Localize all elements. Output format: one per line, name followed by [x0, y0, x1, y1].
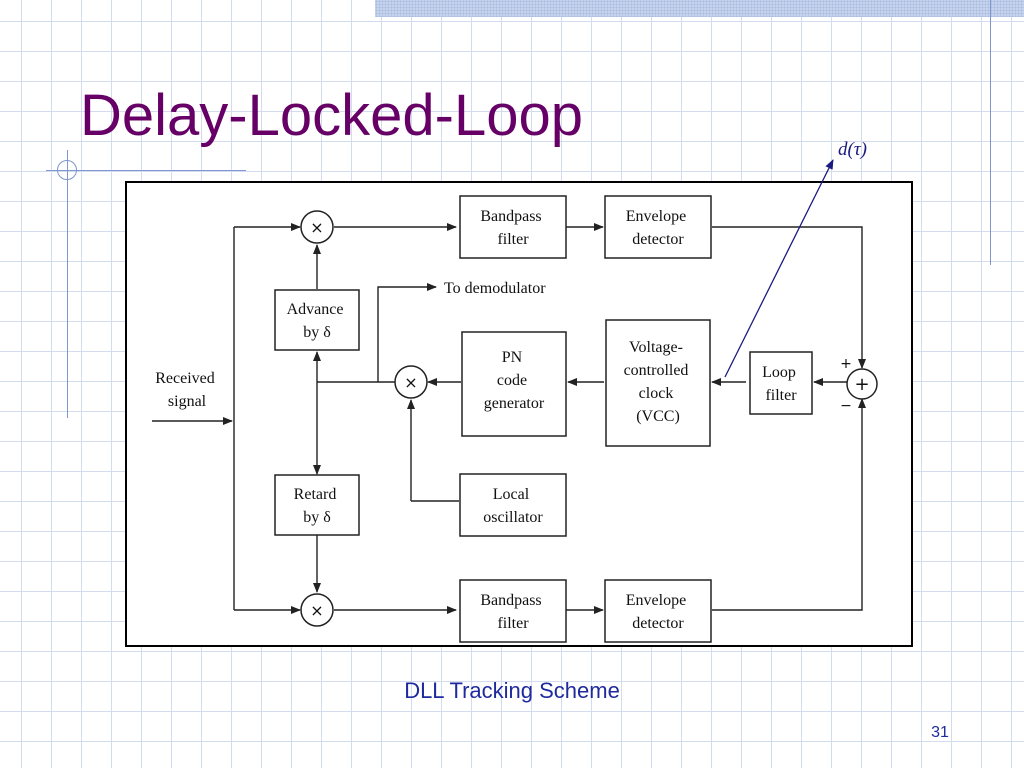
- envelope-detector-top-block: [604, 195, 712, 259]
- envelope-detector-bottom-label: Envelope detector: [626, 592, 690, 632]
- local-oscillator-block: [459, 473, 567, 537]
- slide-title: Delay-Locked-Loop: [80, 83, 583, 148]
- advance-label: Advance by δ: [287, 301, 348, 341]
- decorative-line: [46, 170, 246, 171]
- page-number: 31: [931, 724, 949, 741]
- envelope-detector-top-label: Envelope detector: [626, 208, 690, 248]
- bandpass-filter-top-label: Bandpass filter: [480, 208, 545, 248]
- local-oscillator-label: Local oscillator: [483, 486, 543, 526]
- loop-filter-block: [749, 351, 813, 415]
- retard-label: Retard by δ: [294, 486, 341, 526]
- bandpass-filter-bottom-label: Bandpass filter: [480, 592, 545, 632]
- multiplier-symbol: ×: [310, 218, 323, 237]
- sign-minus: −: [840, 398, 852, 414]
- multiplier-top: [300, 210, 334, 244]
- annotation-label: d(τ): [838, 139, 867, 160]
- pn-code-generator-label: PN code generator: [484, 349, 545, 412]
- retard-block: [274, 474, 360, 536]
- envelope-detector-bottom-block: [604, 579, 712, 643]
- slide-caption: DLL Tracking Scheme: [404, 678, 620, 703]
- bandpass-filter-bottom-block: [459, 579, 567, 643]
- multiplier-bottom: [300, 593, 334, 627]
- pn-code-generator-block: [461, 331, 567, 437]
- summer: [846, 368, 878, 400]
- bandpass-filter-top-block: [459, 195, 567, 259]
- decorative-band: [375, 0, 1024, 17]
- multiplier-middle: [394, 365, 428, 399]
- summer-symbol: +: [854, 374, 869, 395]
- vcc-block: [605, 319, 711, 447]
- multiplier-symbol: ×: [404, 373, 417, 392]
- multiplier-symbol: ×: [310, 601, 323, 620]
- to-demodulator-label: To demodulator: [444, 280, 546, 297]
- advance-block: [274, 289, 360, 351]
- decorative-line: [990, 0, 991, 265]
- decorative-line: [67, 150, 68, 418]
- annotation-arrow: [724, 159, 834, 378]
- received-signal-label: Received signal: [155, 370, 219, 410]
- decorative-circle: [57, 160, 77, 180]
- sign-plus: +: [840, 356, 852, 372]
- signal-wires: [152, 223, 866, 614]
- loop-filter-label: Loop filter: [762, 364, 800, 404]
- vcc-label: Voltage- controlled clock (VCC): [624, 339, 693, 425]
